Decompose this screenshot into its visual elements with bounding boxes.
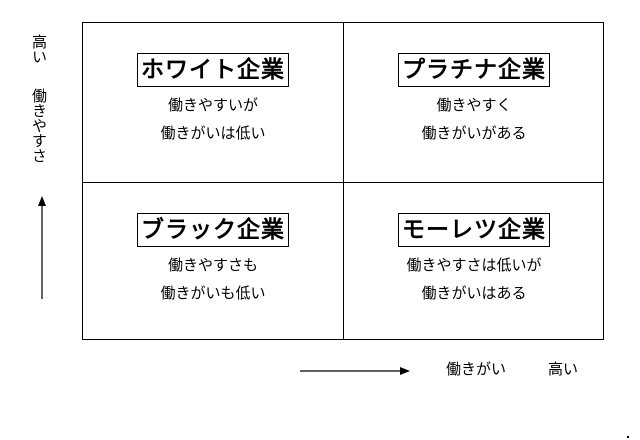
quadrant-grid: ホワイト企業 働きやすいが 働きがいは低い プラチナ企業 働きやすく 働きがいが… <box>82 22 604 340</box>
horizontal-divider <box>83 182 603 183</box>
quadrant-desc-line: 働きやすさは低いが <box>406 256 542 274</box>
y-axis-arrow-icon <box>38 196 46 299</box>
quadrant-desc-line: 働きがいは低い <box>160 124 266 142</box>
quadrant-desc-line: 働きやすく <box>436 96 512 114</box>
quadrant-title: ブラック企業 <box>137 213 289 247</box>
quadrant-title: モーレツ企業 <box>398 213 550 247</box>
y-axis-label: 高い働きやすさ <box>30 34 48 163</box>
vertical-divider <box>343 23 344 339</box>
x-axis-high-label: 高い <box>548 360 579 378</box>
x-axis-title: 働きがい <box>446 360 507 378</box>
quadrant-desc-line: 働きがいがある <box>421 124 527 142</box>
quadrant-title: プラチナ企業 <box>398 53 550 87</box>
quadrant-bottom-right: モーレツ企業 働きやすさは低いが 働きがいはある <box>344 183 604 342</box>
quadrant-desc-line: 働きやすいが <box>167 96 258 114</box>
quadrant-desc-line: 働きがいも低い <box>160 284 266 302</box>
y-axis-high-label: 高い <box>30 34 48 64</box>
quadrant-title: ホワイト企業 <box>137 53 289 87</box>
quadrant-top-right: プラチナ企業 働きやすく 働きがいがある <box>344 23 604 182</box>
quadrant-top-left: ホワイト企業 働きやすいが 働きがいは低い <box>83 23 343 182</box>
quadrant-desc-line: 働きがいはある <box>421 284 527 302</box>
x-axis-arrow-icon <box>300 367 410 375</box>
quadrant-bottom-left: ブラック企業 働きやすさも 働きがいも低い <box>83 183 343 342</box>
corner-dot <box>627 436 629 438</box>
quadrant-desc-line: 働きやすさも <box>167 256 258 274</box>
y-axis-title: 働きやすさ <box>30 88 48 163</box>
